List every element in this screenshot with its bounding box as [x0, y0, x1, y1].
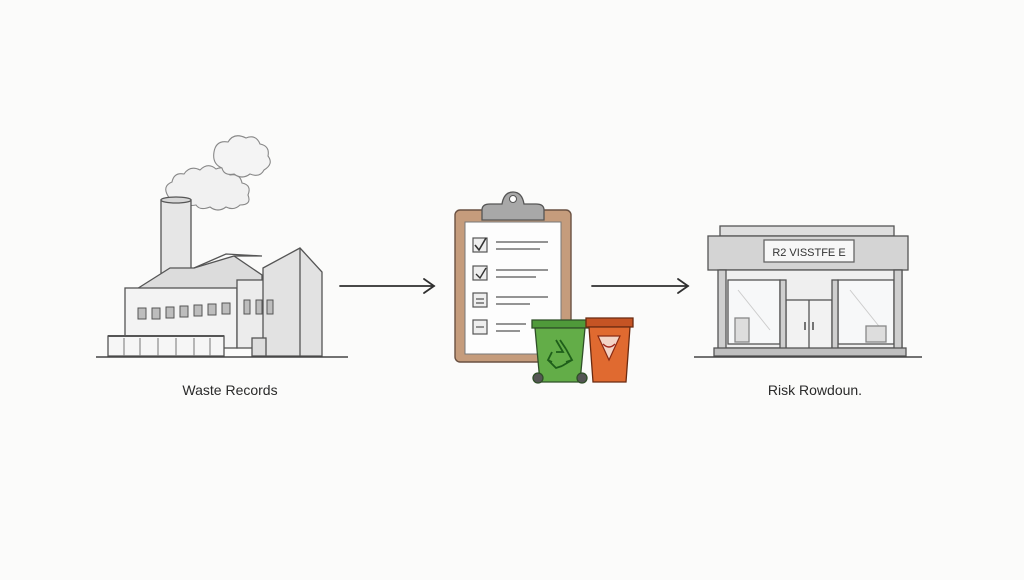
recycling-bin-icon	[531, 319, 589, 384]
factory-icon	[96, 135, 348, 358]
step-label-waste-records: Waste Records	[182, 382, 278, 398]
hazard-bin-icon	[585, 317, 634, 383]
recycle-symbol-icon	[546, 339, 574, 370]
step-label-risk-rowdoun: Risk Rowdoun.	[767, 382, 863, 398]
store-sign	[763, 239, 855, 263]
arrow-1	[339, 278, 436, 294]
clip	[481, 191, 545, 221]
store-sign-text: R2 VISSTFE E	[772, 247, 845, 259]
storefront-icon: R2 VISSTFE E	[694, 225, 922, 358]
arrow-2	[591, 278, 690, 294]
